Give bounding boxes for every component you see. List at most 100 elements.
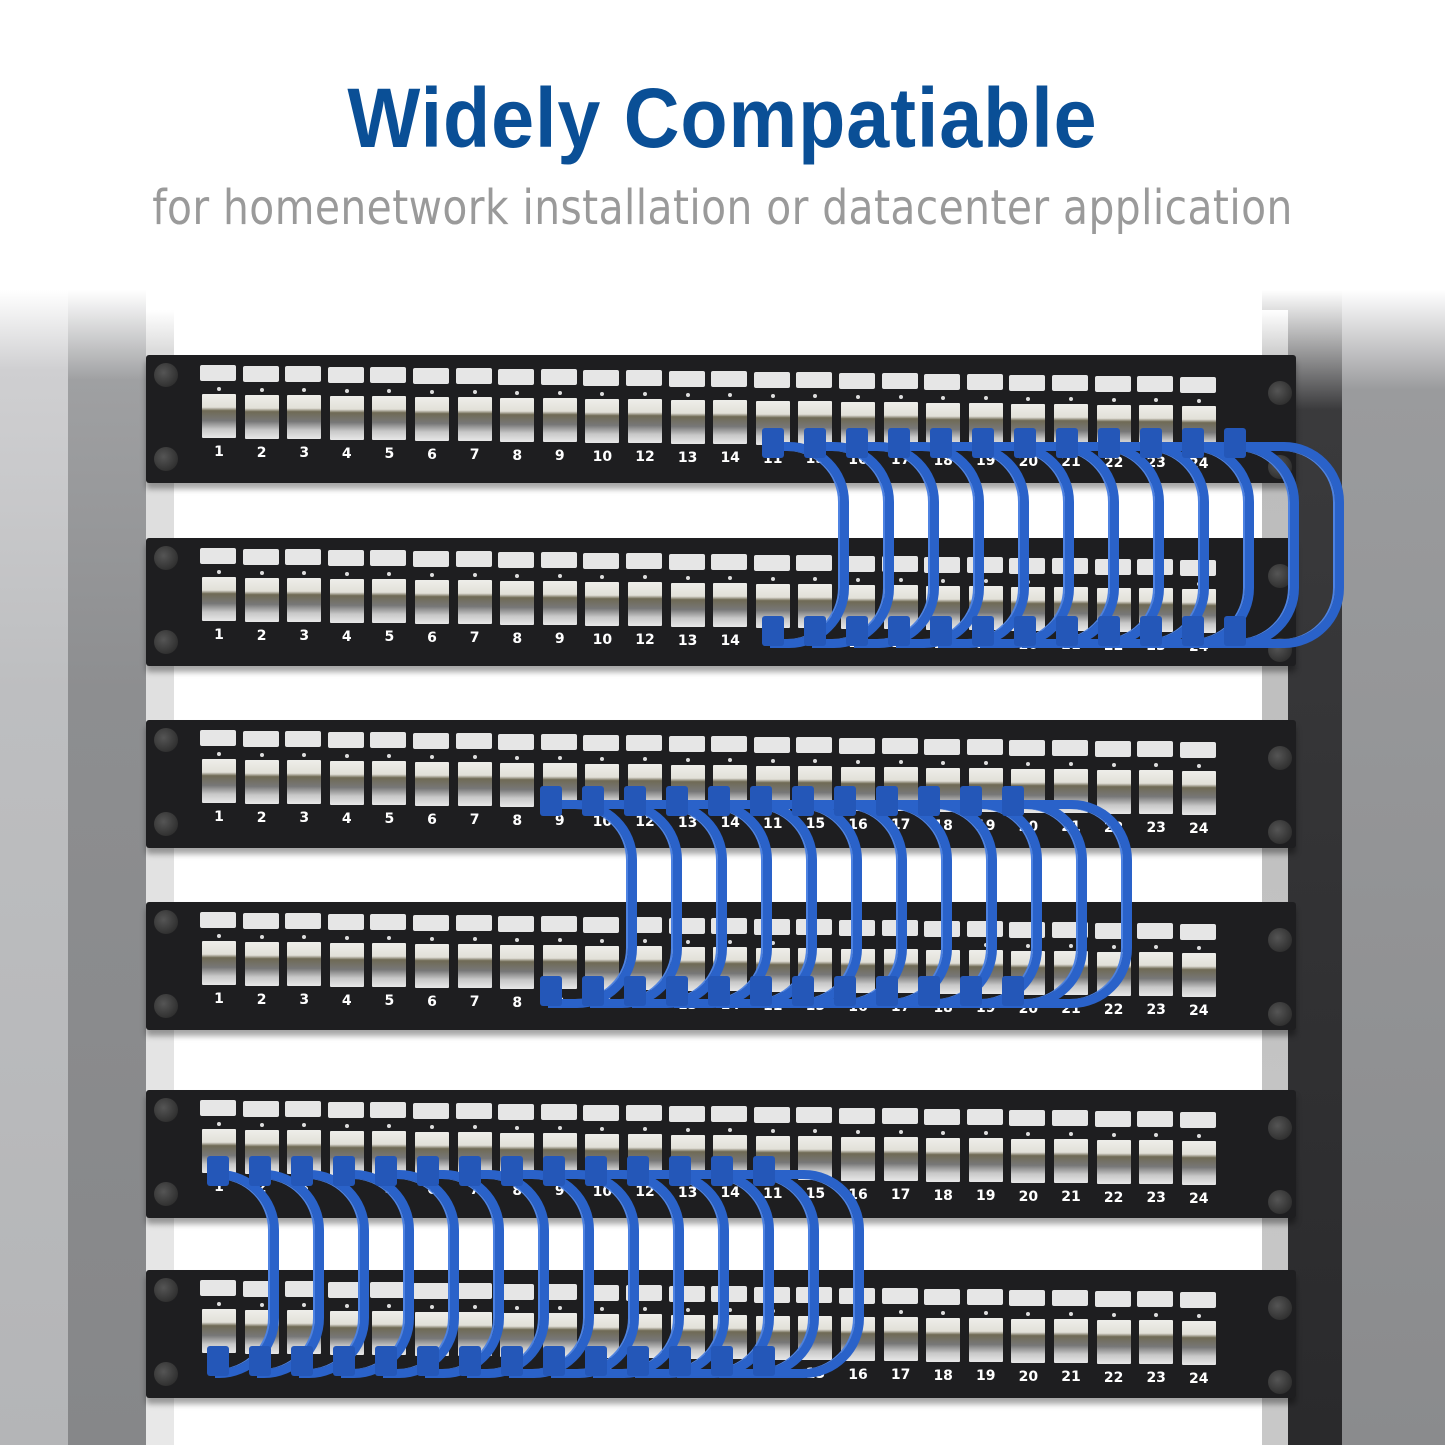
rj45-port: 22: [1094, 1290, 1133, 1386]
screw-icon: [154, 812, 178, 836]
rj45-port: 17: [881, 1108, 920, 1203]
rj45-port: 5: [370, 914, 408, 1009]
screw-icon: [154, 1098, 178, 1122]
screw-icon: [1268, 1002, 1292, 1026]
rj45-port: 12: [626, 553, 664, 648]
rj45-plug: [582, 786, 604, 816]
headline: Widely Compatiable: [347, 71, 1098, 165]
rj45-port: 5: [370, 367, 408, 462]
rj45-plug: [375, 1156, 397, 1186]
rj45-plug: [1140, 616, 1162, 646]
rj45-port: 5: [370, 732, 408, 827]
rj45-port: 23: [1137, 1111, 1175, 1206]
rj45-plug: [1098, 428, 1120, 458]
rj45-plug: [666, 976, 688, 1006]
rj45-port: 21: [1052, 1110, 1090, 1205]
rj45-port: 6: [413, 732, 451, 828]
screw-icon: [154, 546, 178, 570]
rj45-plug: [1002, 976, 1024, 1006]
rj45-plug: [930, 616, 952, 646]
subheadline: for homenetwork installation or datacent…: [152, 180, 1293, 236]
rj45-port: 2: [242, 730, 281, 826]
rj45-plug: [207, 1346, 229, 1376]
rj45-plug: [972, 616, 994, 646]
screw-icon: [154, 1182, 178, 1206]
rj45-port: 3: [285, 549, 323, 644]
rj45-port: 22: [1094, 1110, 1133, 1206]
rj45-plug: [888, 428, 910, 458]
rj45-port: 2: [242, 365, 281, 461]
rj45-port: 4: [327, 366, 366, 462]
rj45-port: 8: [498, 368, 536, 464]
rj45-plug: [417, 1346, 439, 1376]
rj45-plug: [846, 428, 868, 458]
rj45-plug: [792, 976, 814, 1006]
rj45-plug: [207, 1156, 229, 1186]
rj45-port: 3: [285, 731, 323, 826]
rack-post-left: [68, 290, 146, 1445]
rj45-plug: [540, 786, 562, 816]
rj45-port: 3: [285, 913, 323, 1008]
rj45-plug: [711, 1156, 733, 1186]
rj45-plug: [960, 976, 982, 1006]
rj45-plug: [1182, 616, 1204, 646]
rj45-port: 8: [498, 915, 536, 1011]
rj45-port: 7: [455, 551, 494, 646]
rj45-plug: [708, 976, 730, 1006]
screw-icon: [1268, 1370, 1292, 1394]
rj45-port: 7: [455, 1103, 494, 1198]
rj45-plug: [750, 976, 772, 1006]
rj45-plug: [624, 976, 646, 1006]
rj45-plug: [792, 786, 814, 816]
screw-icon: [154, 1278, 178, 1302]
rj45-plug: [249, 1346, 271, 1376]
rj45-plug: [585, 1156, 607, 1186]
rj45-plug: [960, 786, 982, 816]
background-wall-left: [0, 290, 70, 1445]
rj45-plug: [930, 428, 952, 458]
rj45-plug: [1224, 428, 1246, 458]
screw-icon: [154, 728, 178, 752]
rj45-plug: [585, 1346, 607, 1376]
rj45-port: 2: [242, 912, 281, 1008]
rj45-plug: [876, 786, 898, 816]
rj45-port: 13: [668, 370, 707, 466]
rj45-plug: [1098, 616, 1120, 646]
rj45-port: 23: [1137, 1291, 1175, 1386]
rj45-port: 24: [1179, 923, 1218, 1019]
rj45-port: 8: [498, 733, 536, 829]
rj45-plug: [750, 786, 772, 816]
rj45-port: 14: [711, 554, 749, 649]
rj45-plug: [249, 1156, 271, 1186]
rj45-plug: [762, 616, 784, 646]
rj45-port: 18: [924, 1288, 962, 1384]
rj45-port: 6: [413, 367, 451, 463]
screw-icon: [1268, 381, 1292, 405]
screw-icon: [1268, 928, 1292, 952]
screw-icon: [154, 1362, 178, 1386]
rj45-port: 20: [1009, 1109, 1047, 1205]
rj45-port: 7: [455, 368, 494, 463]
rj45-plug: [582, 976, 604, 1006]
rj45-plug: [753, 1156, 775, 1186]
rj45-plug: [846, 616, 868, 646]
rj45-port: 1: [200, 365, 238, 460]
screw-icon: [1268, 1296, 1292, 1320]
rj45-port: 21: [1052, 1290, 1090, 1385]
screw-icon: [1268, 820, 1292, 844]
rj45-plug: [711, 1346, 733, 1376]
rj45-plug: [1056, 428, 1078, 458]
rj45-plug: [1014, 428, 1036, 458]
rj45-port: 1: [200, 730, 238, 825]
rj45-plug: [543, 1346, 565, 1376]
rj45-port: 4: [327, 731, 366, 827]
rj45-port: 1: [200, 548, 238, 643]
rj45-port: 19: [966, 1109, 1005, 1204]
rj45-port: 19: [966, 1289, 1005, 1384]
rj45-port: 4: [327, 549, 366, 645]
rj45-port: 20: [1009, 1289, 1047, 1385]
screw-icon: [1268, 1190, 1292, 1214]
rj45-plug: [627, 1346, 649, 1376]
rj45-port: 16: [839, 1107, 877, 1203]
